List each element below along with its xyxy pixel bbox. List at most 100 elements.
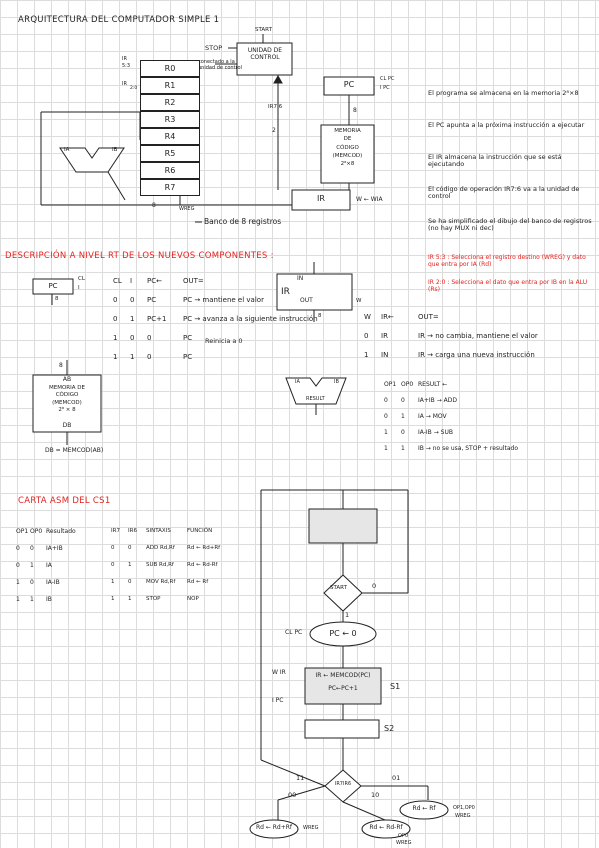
table-cell: 1	[384, 445, 388, 452]
control-unit-box: UNIDAD DE CONTROL	[247, 47, 283, 61]
start-label: START	[255, 27, 272, 33]
ir-comp-label: IR	[281, 287, 290, 297]
register-3: R3	[140, 111, 200, 128]
control-note: conectado a la unidad de control	[198, 59, 242, 71]
table-cell: 1	[111, 579, 115, 585]
asm-branch-00: 00	[288, 791, 297, 799]
table-cell: 1	[401, 413, 405, 420]
table-header-cell: IR6	[128, 528, 137, 534]
page-title: ARQUITECTURA DEL COMPUTADOR SIMPLE 1	[18, 15, 220, 25]
table-cell: 0	[147, 334, 152, 342]
register-5: R5	[140, 145, 200, 162]
asm-wir: W IR	[272, 669, 286, 676]
asm-s1: S1	[390, 682, 401, 691]
alu-ia: IA	[295, 379, 300, 385]
wia-label: W ← WIA	[356, 196, 383, 203]
pc-bus-width: 8	[353, 107, 357, 114]
asm-wreg-sub: WREG	[396, 840, 412, 846]
register-7: R7	[140, 179, 200, 196]
table-cell: 1	[130, 315, 135, 323]
table-header-cell: CL	[113, 277, 122, 285]
table-header-cell: IR←	[381, 313, 394, 321]
note-item: El IR almacena la instrucción que se est…	[428, 153, 562, 169]
bank-label: Banco de 8 registros	[204, 217, 282, 226]
table-header-cell: FUNCIÓN	[187, 528, 213, 534]
memory-line: MEMORIA	[334, 128, 361, 134]
memory-line: 2⁸×8	[340, 161, 355, 168]
table-cell: 1	[111, 596, 115, 602]
asm-clpc: CL PC	[285, 629, 303, 636]
asm-wreg-mov: WREG	[455, 813, 471, 819]
ipc-label: I PC	[380, 85, 390, 91]
register-6: R6	[140, 162, 200, 179]
table-header-cell: OUT=	[183, 277, 204, 285]
asm-s1-line1: IR ← MEMCOD(PC)	[315, 672, 371, 679]
asm-ipc: I PC	[272, 697, 284, 704]
asm-start: START	[330, 585, 347, 591]
table-cell: 0	[147, 353, 152, 361]
table-cell: 1	[30, 562, 34, 569]
table-cell: 0	[384, 397, 388, 404]
table-cell: 0	[130, 296, 135, 304]
asm-branch-0: 0	[372, 582, 377, 590]
table-header-cell: OP1	[384, 381, 397, 388]
table-cell: 1	[364, 351, 369, 359]
asm-title: CARTA ASM DEL CS1	[18, 496, 111, 506]
table-cell: SUB Rd,Rf	[146, 562, 174, 568]
ir-label-left: IR	[122, 56, 127, 62]
rt-title: DESCRIPCIÓN A NIVEL RT DE LOS NUEVOS COM…	[5, 251, 274, 261]
reset-note: Reinicia a 0	[205, 337, 243, 345]
mem-ab: AB	[62, 376, 72, 383]
table-cell: 0	[16, 562, 20, 569]
asm-s2: S2	[384, 724, 395, 733]
table-cell: IA-IB → SUB	[418, 429, 453, 436]
table-cell: Rd ← Rd-Rf	[187, 562, 218, 568]
mem-eq: DB = MEMCOD(AB)	[45, 447, 104, 454]
table-cell: IA → MOV	[418, 413, 447, 420]
asm-s1-line2: PC←PC+1	[328, 685, 358, 692]
memory-line: DE	[343, 136, 352, 143]
table-cell: 0	[16, 545, 20, 552]
pc-width: 8	[55, 296, 59, 302]
mem-comp-line: CÓDIGO	[55, 392, 79, 399]
table-header-cell: Resultado	[46, 528, 76, 535]
table-cell: IN	[381, 351, 389, 359]
table-cell: Rd ← Rd+Rf	[187, 545, 221, 551]
opcode-width: 2	[272, 127, 276, 134]
table-cell: 0	[111, 545, 115, 551]
table-cell: 0	[384, 413, 388, 420]
table-cell: 0	[128, 545, 132, 551]
wreg-label: WREG	[179, 206, 195, 212]
table-cell: IR → no cambia, mantiene el valor	[418, 332, 538, 340]
table-cell: 0	[113, 296, 118, 304]
register-1: R1	[140, 77, 200, 94]
red-note-item: IR 5:3 : Selecciona el registro destino …	[428, 254, 586, 268]
asm-branch-11: 11	[296, 774, 305, 782]
table-cell: PC	[183, 334, 193, 342]
mem-comp-line: 2⁸ × 8	[58, 406, 76, 413]
table-cell: IA-IB	[46, 579, 60, 586]
table-cell: IR	[381, 332, 388, 340]
table-cell: MOV Rd,Rf	[146, 579, 176, 585]
register-0: R0	[140, 60, 200, 77]
table-cell: 1	[128, 596, 132, 602]
asm-pc-reset: PC ← 0	[329, 629, 357, 638]
table-cell: ADD Rd,Rf	[146, 545, 175, 551]
note-item: El programa se almacena en la memoria 2⁸…	[428, 89, 579, 97]
ir-sel-sub: 2:0	[130, 86, 138, 91]
register-2: R2	[140, 94, 200, 111]
ir-comp-in: IN	[297, 275, 304, 282]
table-cell: PC+1	[147, 315, 167, 323]
table-cell: IA	[46, 562, 52, 569]
asm-wreg-add: WREG	[303, 825, 319, 831]
table-cell: 1	[16, 579, 20, 586]
asm-op1op0: OP1,OP0	[453, 805, 475, 811]
note-item: Se ha simplificado el dibujo del banco d…	[428, 217, 592, 233]
stop-label: STOP	[205, 44, 223, 52]
ir-sub-left: 5:3	[122, 63, 131, 69]
table-cell: 1	[128, 562, 132, 568]
note-item: El código de operación IR7:6 va a la uni…	[428, 185, 580, 201]
table-header-cell: SINTAXIS	[146, 528, 171, 534]
